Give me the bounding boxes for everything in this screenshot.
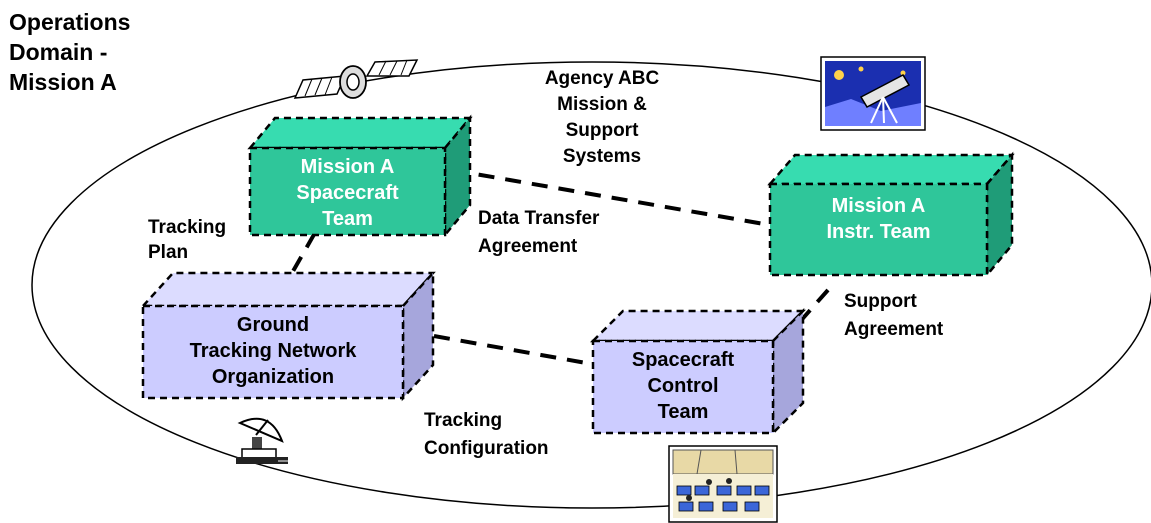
box-spacecraft-team bbox=[247, 114, 473, 239]
data-transfer-label: Data Transfer Agreement bbox=[478, 205, 599, 261]
spacecraft-team-line-1: Mission A bbox=[300, 156, 395, 178]
instr-team-label: Mission A Instr. Team bbox=[770, 193, 987, 245]
domain-ellipse bbox=[31, 61, 1151, 509]
center-label-line-3: Support bbox=[565, 120, 639, 141]
tracking-config-line-1: Tracking bbox=[424, 410, 503, 431]
telescope-picture-icon bbox=[820, 56, 926, 131]
spacecraft-team-line-2: Spacecraft bbox=[296, 182, 399, 204]
box-control-team bbox=[589, 307, 807, 437]
instr-team-line-1: Mission A bbox=[831, 195, 926, 217]
support-line-2: Agreement bbox=[844, 319, 944, 340]
ground-network-line-3: Organization bbox=[211, 366, 335, 388]
tracking-plan-line-1: Tracking bbox=[148, 217, 227, 238]
center-label: Agency ABC Mission & Support Systems bbox=[522, 66, 682, 170]
tracking-config-line-2: Configuration bbox=[424, 438, 549, 459]
control-team-line-3: Team bbox=[657, 401, 709, 423]
satellite-icon bbox=[293, 59, 419, 99]
center-label-line-1: Agency ABC bbox=[544, 68, 660, 89]
dish-antenna-icon bbox=[236, 417, 288, 464]
control-team-line-2: Control bbox=[647, 375, 719, 397]
tracking-plan-line-2: Plan bbox=[148, 242, 189, 263]
domain-title-line-1: Operations bbox=[9, 9, 131, 35]
tracking-plan-label: Tracking Plan bbox=[148, 215, 226, 265]
instr-team-line-2: Instr. Team bbox=[826, 221, 931, 243]
control-team-line-1: Spacecraft bbox=[631, 349, 735, 371]
spacecraft-team-label: Mission A Spacecraft Team bbox=[250, 154, 445, 232]
domain-title-line-3: Mission A bbox=[9, 69, 117, 95]
spacecraft-team-line-3: Team bbox=[322, 208, 373, 230]
box-ground-network bbox=[140, 269, 436, 402]
support-label: Support Agreement bbox=[844, 288, 943, 344]
control-room-picture-icon bbox=[668, 445, 778, 523]
control-team-label: Spacecraft Control Team bbox=[593, 347, 773, 425]
ground-network-label: Ground Tracking Network Organization bbox=[143, 312, 403, 390]
tracking-config-label: Tracking Configuration bbox=[424, 407, 549, 463]
domain-title-line-2: Domain - bbox=[9, 39, 108, 65]
center-label-line-4: Systems bbox=[562, 146, 642, 167]
box-instr-team bbox=[767, 151, 1015, 279]
ground-network-line-2: Tracking Network bbox=[189, 340, 357, 362]
ground-network-line-1: Ground bbox=[236, 314, 310, 336]
domain-title: Operations Domain - Mission A bbox=[9, 7, 130, 97]
support-line-1: Support bbox=[844, 291, 917, 312]
center-label-line-2: Mission & bbox=[557, 94, 647, 115]
connector-tracking-config bbox=[433, 334, 593, 366]
data-transfer-line-1: Data Transfer bbox=[478, 208, 600, 229]
data-transfer-line-2: Agreement bbox=[478, 236, 578, 257]
